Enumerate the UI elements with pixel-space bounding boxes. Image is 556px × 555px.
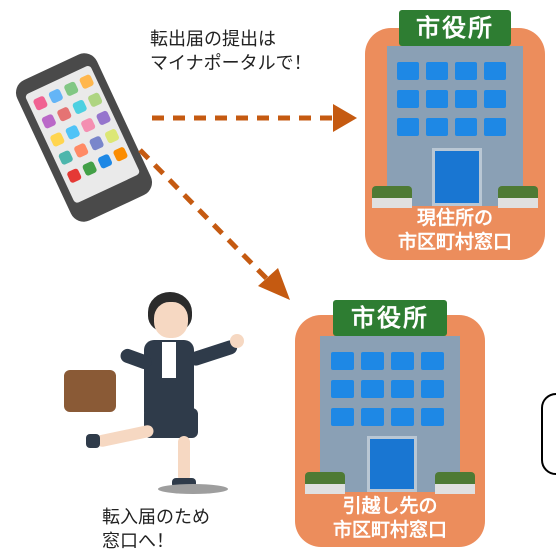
city-hall-current-label: 現住所の 市区町村窓口 xyxy=(397,207,512,253)
city-hall-sign: 市役所 xyxy=(399,10,511,46)
caption-go-to-counter: 転入届のため 窓口へ！ xyxy=(102,507,210,552)
city-hall-icon: 市役所 xyxy=(305,300,475,500)
city-hall-new-label: 引越し先の 市区町村窓口 xyxy=(332,495,447,541)
running-woman-icon xyxy=(60,290,250,500)
arrow-right-icon xyxy=(152,104,357,132)
briefcase-icon xyxy=(64,370,116,412)
partial-rounded-box xyxy=(541,393,556,475)
city-hall-icon: 市役所 xyxy=(372,10,538,215)
city-hall-sign: 市役所 xyxy=(333,300,447,336)
shadow xyxy=(158,484,228,494)
arrow-diagonal-icon xyxy=(138,148,290,300)
caption-mynaportal: 転出届の提出は マイナポータルで！ xyxy=(150,29,312,74)
